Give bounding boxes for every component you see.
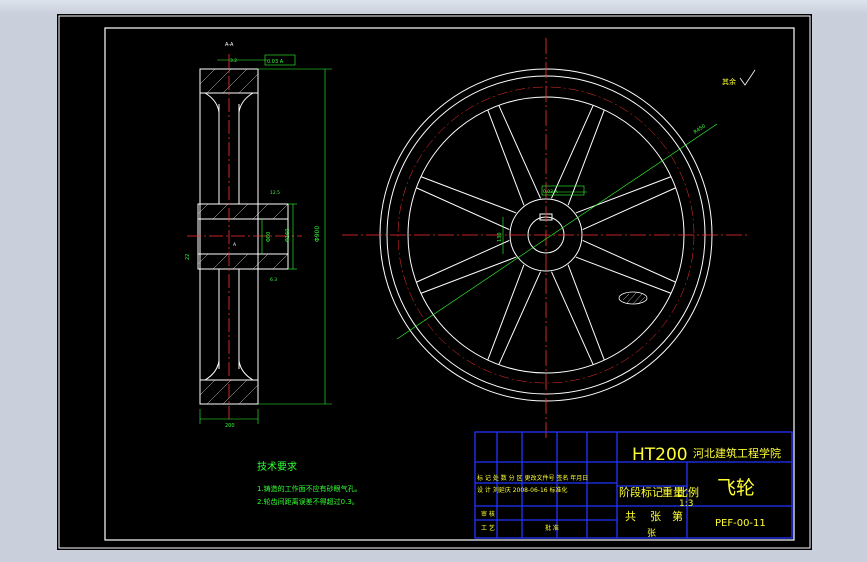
spoke xyxy=(551,264,605,365)
tech-req-item-2: 2.轮齿间距离误差不得超过0.3。 xyxy=(257,497,359,506)
spoke xyxy=(416,240,517,294)
tb-drawing-number: PEF-00-11 xyxy=(715,518,766,529)
surface-note: 其余 xyxy=(722,77,736,86)
pitch-circle xyxy=(397,86,695,384)
tb-material: HT200 xyxy=(632,445,688,465)
cad-drawing: A-A Φ900 200 Φ160 Φ80 0.03 A 12.5 6.3 3.… xyxy=(58,15,811,549)
section-label: A-A xyxy=(225,42,234,48)
keyway-dim: 22 xyxy=(185,254,191,260)
tech-req-item-1: 1.铸造的工作面不应有砂眼气孔。 xyxy=(257,484,362,493)
datum-mark: A xyxy=(233,242,237,248)
tb-design-row: 设 计 刘延庆 2008-06-16 标准化 xyxy=(477,486,568,494)
tolerance-box: 0.03 A xyxy=(267,59,284,65)
front-tolerance: 0.03 A xyxy=(543,189,558,195)
tb-sheet-unit: 张 xyxy=(650,510,661,523)
roughness-c: 6.3 xyxy=(270,277,277,283)
spoke xyxy=(487,105,541,206)
dim-radius: R450 xyxy=(693,123,707,135)
tb-scale-value: 1:3 xyxy=(679,499,693,509)
outer-frame xyxy=(58,15,811,549)
spoke xyxy=(416,176,517,230)
tb-sheet-label: 张 xyxy=(647,528,656,539)
spokes-group xyxy=(416,105,676,365)
tb-ratio-label: 比例 xyxy=(677,485,699,499)
tb-scale-label: 阶段标记 xyxy=(619,485,663,499)
roughness-symbol xyxy=(739,69,756,86)
title-block xyxy=(474,431,793,539)
tb-header-row: 标 记 处 数 分 区 更改文件号 签名 年月日 xyxy=(477,474,588,482)
roughness-b: 12.5 xyxy=(270,190,280,196)
dim-bore: Φ80 xyxy=(266,232,272,242)
hatching xyxy=(197,68,289,405)
ellipse-hatch xyxy=(622,292,646,305)
window-top-strip xyxy=(0,0,867,14)
spoke-section-ellipse xyxy=(618,291,648,305)
section-view xyxy=(197,68,289,405)
tb-weight-label: 重量 xyxy=(662,485,684,499)
hub-dimensions xyxy=(502,185,587,254)
radius-leader xyxy=(396,123,718,340)
hub-top-section xyxy=(197,203,289,220)
tb-process: 工 艺 xyxy=(481,524,495,532)
dim-total-height: Φ900 xyxy=(314,226,321,242)
dim-hub-front: 130 xyxy=(497,232,503,242)
dim-total-width: 200 xyxy=(225,423,235,429)
spoke xyxy=(551,105,605,206)
tb-school: 河北建筑工程学院 xyxy=(693,446,781,460)
tb-approve: 批 准 xyxy=(545,524,559,532)
spoke xyxy=(575,240,676,294)
spoke xyxy=(575,176,676,230)
cad-drawing-canvas: A-A Φ900 200 Φ160 Φ80 0.03 A 12.5 6.3 3.… xyxy=(57,14,812,550)
section-dimensions xyxy=(199,54,332,424)
spoke xyxy=(487,264,541,365)
dim-hub-diameter: Φ160 xyxy=(285,229,291,242)
hub-bottom-section xyxy=(197,253,289,270)
tb-sheet-no: 第 xyxy=(672,509,683,523)
drawing-frame xyxy=(104,27,795,541)
tech-req-title: 技术要求 xyxy=(257,460,297,473)
roughness-a: 3.2 xyxy=(230,58,237,64)
tb-review: 审 核 xyxy=(481,510,495,518)
tb-part-name: 飞轮 xyxy=(717,477,755,499)
tb-sheet-total: 共 xyxy=(625,510,636,523)
